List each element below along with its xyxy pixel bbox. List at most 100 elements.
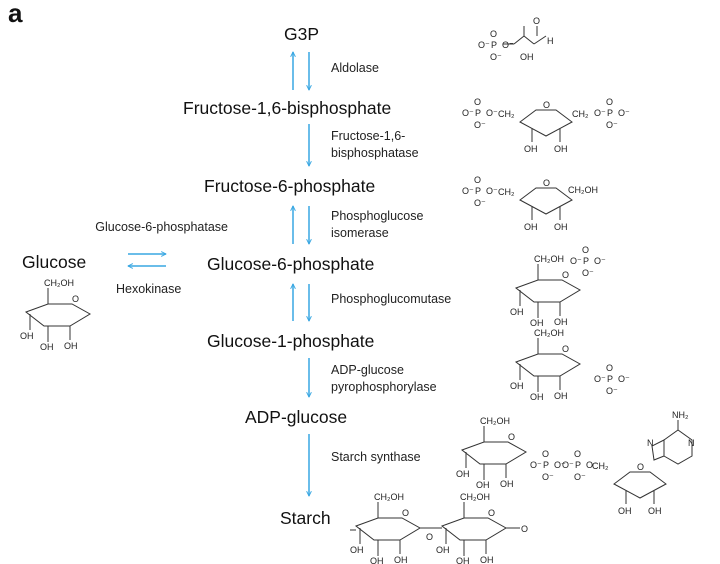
g3p-bond-3 (523, 35, 535, 45)
g1p-phosphate-o-minus-left: O⁻ (594, 374, 606, 384)
adpg-phosphate-1-o-minus-right: O⁻ (554, 460, 566, 470)
f6p-ring-oxygen: O (543, 178, 550, 188)
adpg-phosphate-2-o-minus-left: O⁻ (562, 460, 574, 470)
starch-unit-2-ring (440, 517, 507, 541)
glucose-oh-1: OH (20, 331, 34, 341)
adpg-ribose-ring-oxygen: O (637, 462, 644, 472)
g6p-ch2oh: CH₂OH (534, 254, 564, 264)
fbp-phosphate-2-o-minus-right: O⁻ (618, 108, 630, 118)
metabolite-fructose-1-6-bisphosphate: Fructose-1,6-bisphosphate (183, 98, 392, 118)
g3p-phosphate-p: P (491, 40, 497, 50)
fbp-phosphate-1-p: P (475, 108, 481, 118)
g6p-oh-1: OH (510, 307, 524, 317)
adpg-phosphate-1-o-minus-left: O⁻ (530, 460, 542, 470)
metabolite-glucose-1-phosphate: Glucose-1-phosphate (207, 331, 375, 351)
g3p-carbonyl-oxygen: O (533, 16, 540, 26)
fbp-ch2-right: CH₂ (572, 109, 589, 119)
enzyme-starch-synthase: Starch synthase (331, 450, 421, 464)
fbp-ch2-left: CH₂ (498, 109, 515, 119)
g1p-ring-oxygen: O (562, 344, 569, 354)
starch-unit-2-oh-3: OH (480, 555, 494, 564)
glucose-ring (24, 303, 91, 327)
f6p-oh-2: OH (554, 222, 568, 232)
adenine-n1: N (688, 438, 695, 448)
glucose-ch2oh: CH₂OH (44, 278, 74, 288)
g1p-phosphate-p: P (607, 374, 613, 384)
g1p-phosphate-o-minus-right: O⁻ (618, 374, 630, 384)
fbp-oh-1: OH (524, 144, 538, 154)
adpg-ribose-oh-1: OH (618, 506, 632, 516)
fbp-phosphate-1-o-minus-left: O⁻ (462, 108, 474, 118)
starch-unit-1-ring (354, 517, 421, 541)
g6p-ring-oxygen: O (562, 270, 569, 280)
g3p-phosphate-o-minus-left: O⁻ (478, 40, 490, 50)
starch-unit-2-ring-oxygen: O (488, 508, 495, 518)
fbp-ring (519, 109, 573, 137)
fbp-phosphate-1-o-top: O (474, 97, 481, 107)
glucose-ring-oxygen: O (72, 294, 79, 304)
f6p-phosphate-o-minus-bottom: O⁻ (474, 198, 486, 208)
adpg-phosphate-1-o-top: O (542, 449, 549, 459)
adpg-glucose-ring-oxygen: O (508, 432, 515, 442)
glucose-oh-2: OH (40, 342, 54, 352)
g3p-bond-2 (513, 35, 525, 45)
fbp-phosphate-2-p: P (607, 108, 613, 118)
starch-unit-1-oh-1: OH (350, 545, 364, 555)
fbp-oh-2: OH (554, 144, 568, 154)
starch-unit-1-oh-3: OH (394, 555, 408, 564)
g3p-aldehyde-h: H (547, 36, 554, 46)
metabolite-glucose: Glucose (22, 252, 87, 272)
g6p-oh-3: OH (554, 317, 568, 327)
f6p-phosphate-o-minus-right: O⁻ (486, 186, 498, 196)
f6p-ring (519, 187, 573, 215)
starch-glycosidic-oxygen: O (426, 532, 433, 542)
fbp-phosphate-2-o-minus-bottom: O⁻ (606, 120, 618, 130)
g1p-phosphate-o-top: O (606, 363, 613, 373)
fbp-phosphate-2-o-minus-left: O⁻ (594, 108, 606, 118)
starch-unit-1-ring-oxygen: O (402, 508, 409, 518)
enzyme-phosphoglucose-isomerase: Phosphoglucose isomerase (331, 209, 424, 240)
metabolite-adp-glucose: ADP-glucose (245, 407, 348, 427)
adenine-ring-5 (651, 439, 665, 461)
g3p-oh: OH (520, 52, 534, 62)
adpg-ch2: CH₂ (592, 461, 609, 471)
g1p-oh-2: OH (530, 392, 544, 402)
metabolite-starch: Starch (280, 508, 331, 528)
starch-unit-2-ch2oh: CH₂OH (460, 492, 490, 502)
g3p-bond-5 (533, 35, 547, 45)
f6p-ch2oh: CH₂OH (568, 185, 598, 195)
fbp-phosphate-1-o-minus-bottom: O⁻ (474, 120, 486, 130)
adpg-phosphate-1-p: P (543, 460, 549, 470)
g6p-phosphate-o-minus-left: O⁻ (570, 256, 582, 266)
g6p-oh-2: OH (530, 318, 544, 328)
starch-unit-2-oh-2: OH (456, 556, 470, 564)
g1p-ch2oh: CH₂OH (534, 328, 564, 338)
adenine-n7: N (647, 438, 654, 448)
adpg-glucose-oh-1: OH (456, 469, 470, 479)
fbp-phosphate-2-o-top: O (606, 97, 613, 107)
glucose-oh-3: OH (64, 341, 78, 351)
adenine-nh2: NH₂ (672, 410, 689, 420)
metabolite-fructose-6-phosphate: Fructose-6-phosphate (204, 176, 376, 196)
f6p-phosphate-o-minus-left: O⁻ (462, 186, 474, 196)
adpg-phosphate-2-o-minus-bottom: O⁻ (574, 472, 586, 482)
enzyme-hexokinase: Hexokinase (116, 282, 182, 296)
starch-unit-2-oh-1: OH (436, 545, 450, 555)
g1p-ring (514, 353, 581, 377)
fbp-phosphate-1-o-minus-right: O⁻ (486, 108, 498, 118)
adpg-glucose-oh-2: OH (476, 480, 490, 490)
g3p-phosphate-o-top: O (490, 29, 497, 39)
g1p-oh-3: OH (554, 391, 568, 401)
g6p-phosphate-o-minus-right: O⁻ (594, 256, 606, 266)
g6p-ring (514, 279, 581, 303)
g3p-phosphate-o-minus-right: O⁻ (502, 40, 514, 50)
f6p-oh-1: OH (524, 222, 538, 232)
g1p-oh-1: OH (510, 381, 524, 391)
panel-label: a (8, 0, 23, 28)
enzyme-phosphoglucomutase: Phosphoglucomutase (331, 292, 452, 306)
starch-unit-1-oh-2: OH (370, 556, 384, 564)
fbp-ring-oxygen: O (543, 100, 550, 110)
